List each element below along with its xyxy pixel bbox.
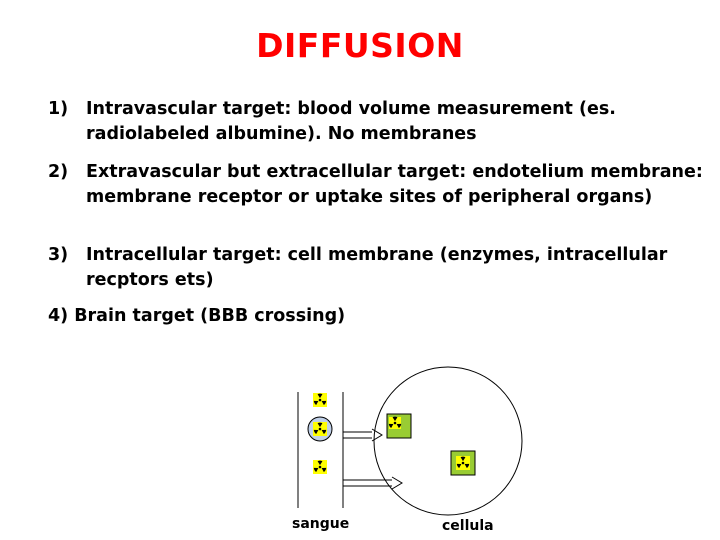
list-item: 3) Intracellular target: cell membrane (… — [48, 243, 708, 293]
list-item-number: 4) — [48, 306, 69, 326]
cell-membrane — [373, 366, 523, 516]
list-item-number: 2) — [48, 162, 69, 182]
slide-title: DIFFUSION — [256, 26, 464, 65]
tracer-bound — [307, 416, 333, 442]
list-item: 1) Intravascular target: blood volume me… — [48, 97, 708, 147]
membrane-receptor — [386, 413, 412, 439]
list-item-text: Brain target (BBB crossing) — [74, 306, 346, 326]
arrow-into-cell — [343, 476, 403, 490]
list-item-number: 3) — [48, 245, 69, 265]
list-item-text: Intracellular target: cell membrane (enz… — [86, 245, 668, 290]
tracer-free-top — [313, 393, 327, 407]
arrow-to-membrane — [343, 428, 383, 442]
list-item: 4)Brain target (BBB crossing) — [48, 304, 708, 329]
tracer-free-bottom — [313, 460, 327, 474]
list-item-text: Intravascular target: blood volume measu… — [86, 99, 616, 144]
list-item: 2) Extravascular but extracellular targe… — [48, 160, 708, 210]
list-item-number: 1) — [48, 99, 69, 119]
cell-label: cellula — [442, 518, 494, 534]
list-item-text: Extravascular but extracellular target: … — [86, 162, 703, 207]
vessel-label: sangue — [292, 516, 350, 532]
intracellular-receptor — [450, 450, 476, 476]
